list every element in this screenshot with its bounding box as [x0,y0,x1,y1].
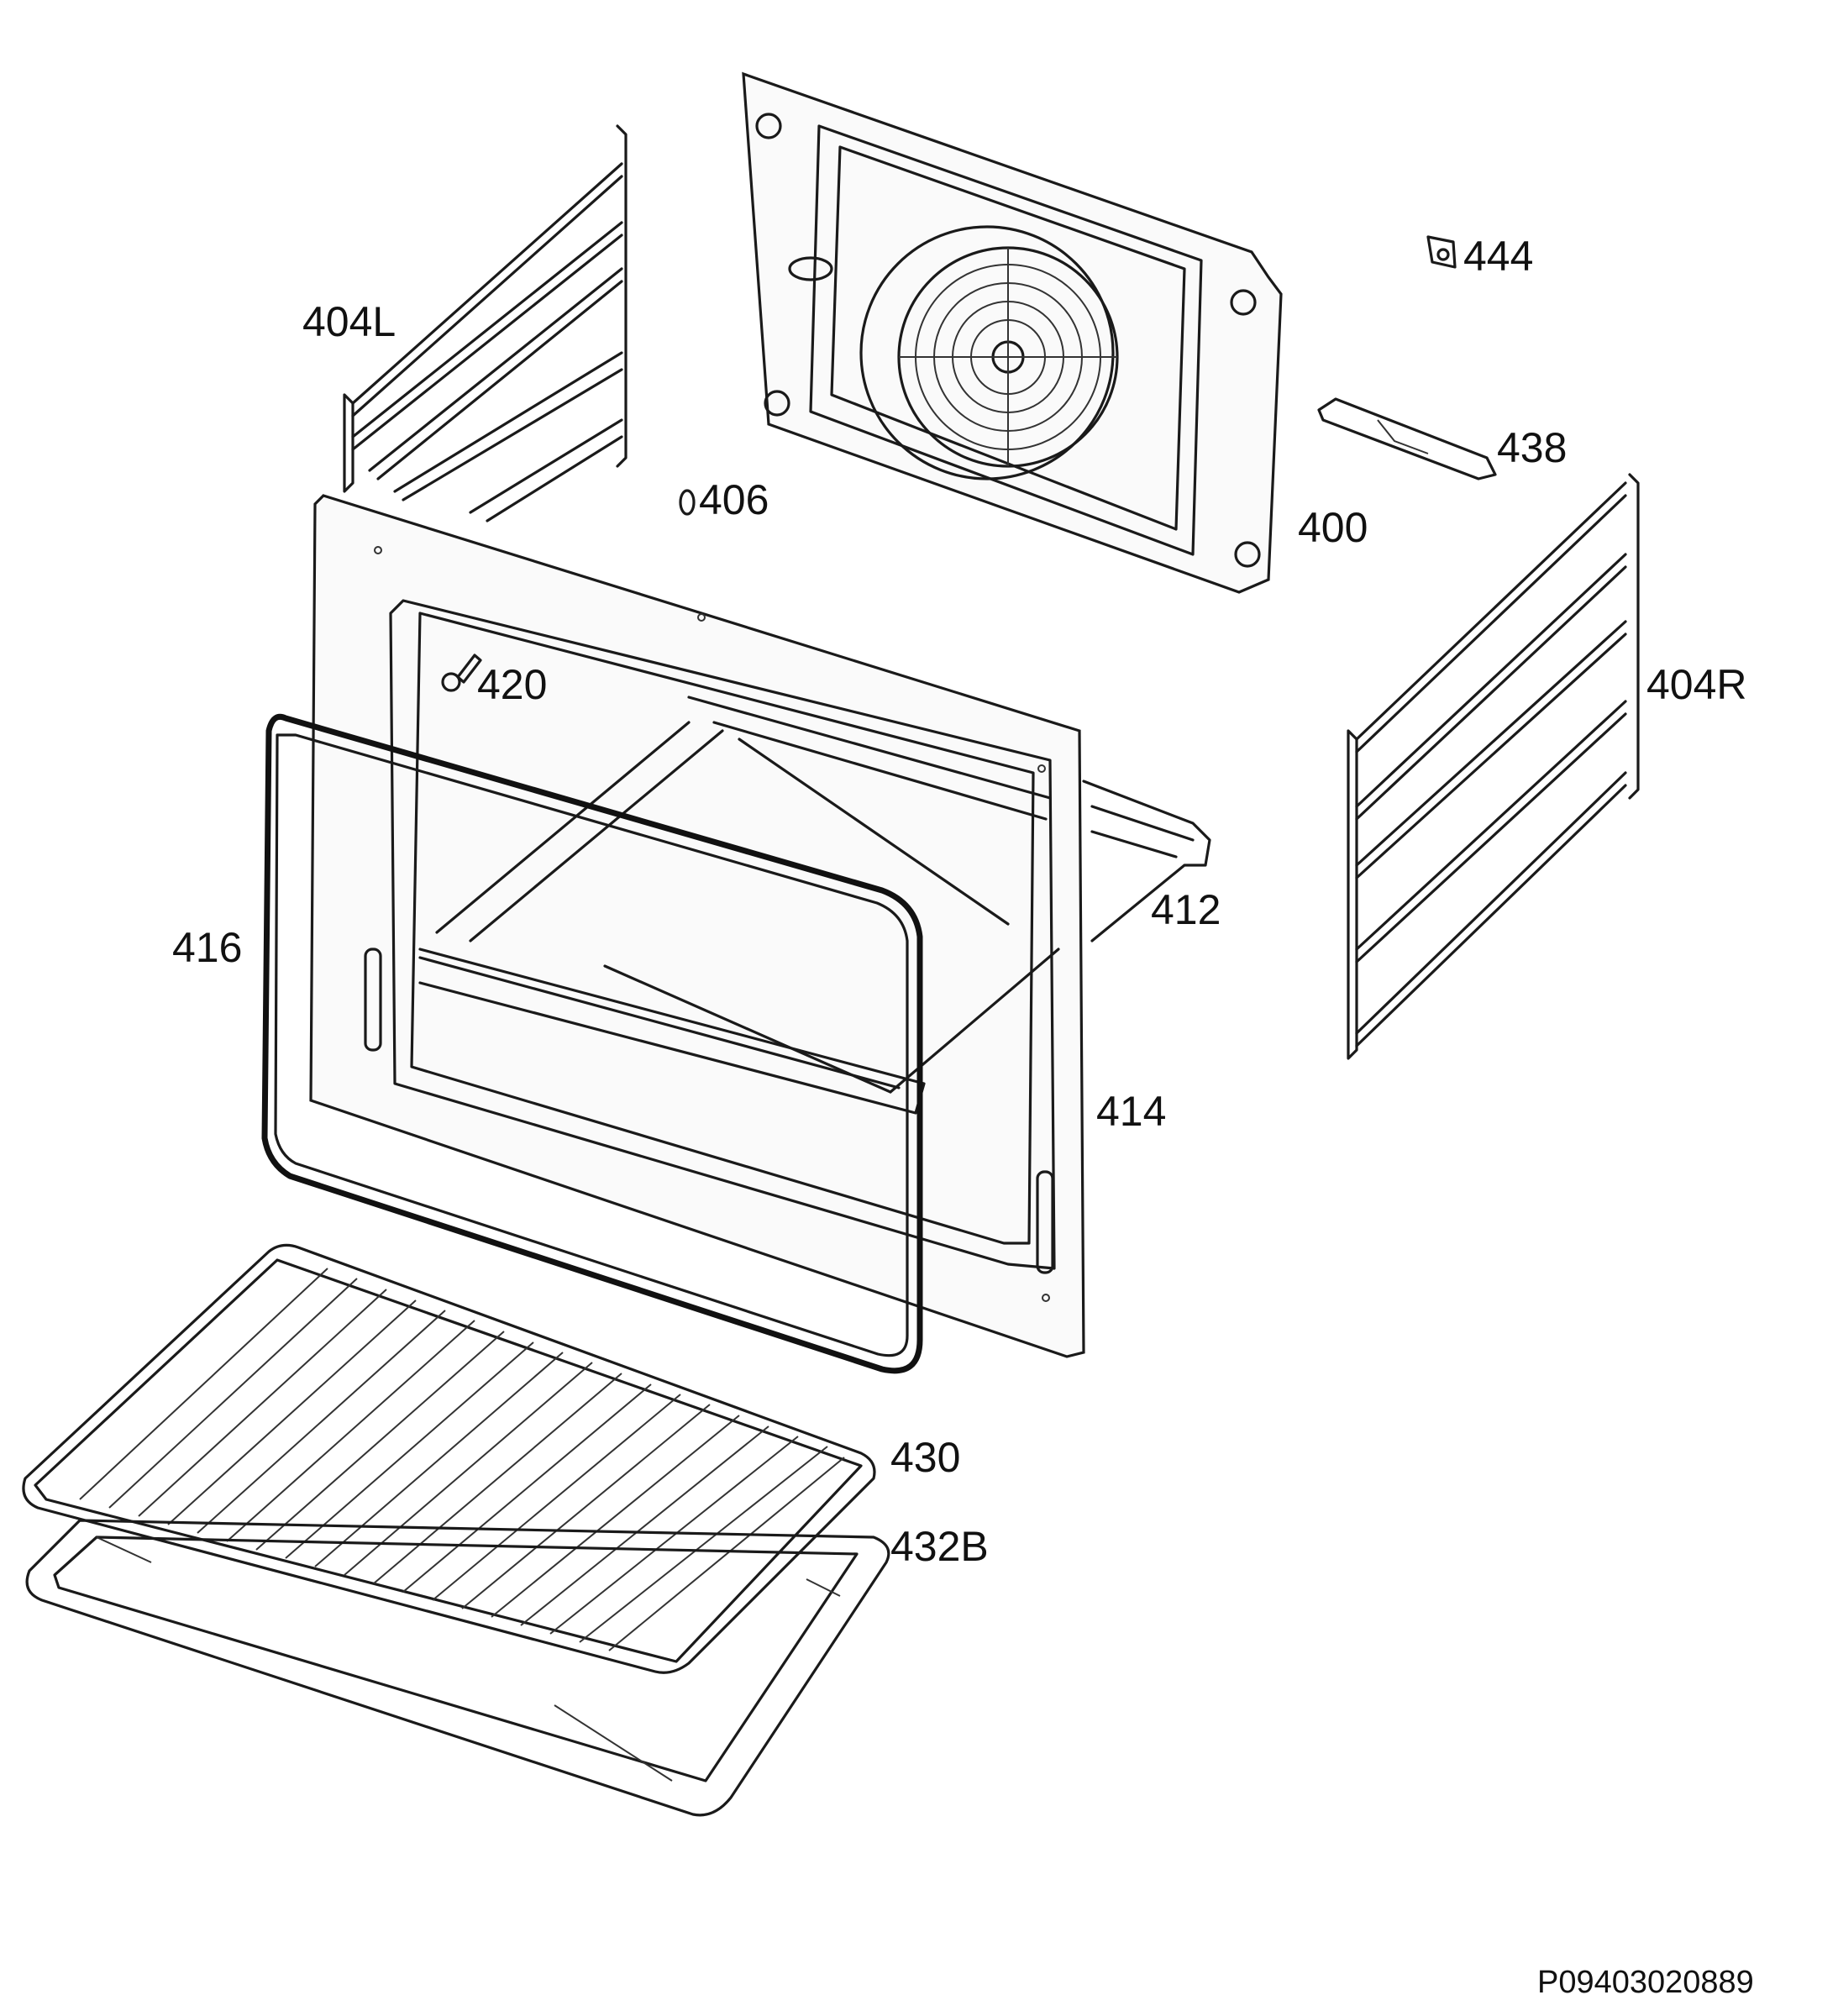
screw-420 [441,654,482,692]
label-404R: 404R [1646,661,1747,708]
label-412: 412 [1151,886,1221,933]
label-416: 416 [172,924,242,971]
cavity-floor [418,721,1060,1094]
baking-tray-432B [25,1519,890,1817]
label-420: 420 [477,661,547,708]
runner-412 [1082,780,1211,942]
shelf-wires [79,1268,845,1651]
label-430: 430 [890,1434,960,1481]
rear-panel-400 [742,71,1283,594]
wire-shelf-430 [22,1243,876,1674]
label-404L: 404L [302,298,396,345]
right-shelf-support-404R [1347,473,1640,1060]
left-shelf-support-404L [343,124,628,522]
label-406: 406 [699,476,769,523]
drawing-reference: P09403020889 [1537,1965,1754,2000]
label-432B: 432B [890,1523,989,1570]
label-400: 400 [1298,504,1368,551]
label-414: 414 [1096,1088,1166,1135]
door-seal-416 [261,713,923,1374]
seal-406 [679,489,696,516]
label-444: 444 [1463,233,1533,280]
label-438: 438 [1497,424,1567,471]
oven-frame-414 [309,494,1085,1358]
bracket-438 [1317,397,1497,480]
clip-444 [1426,235,1457,269]
